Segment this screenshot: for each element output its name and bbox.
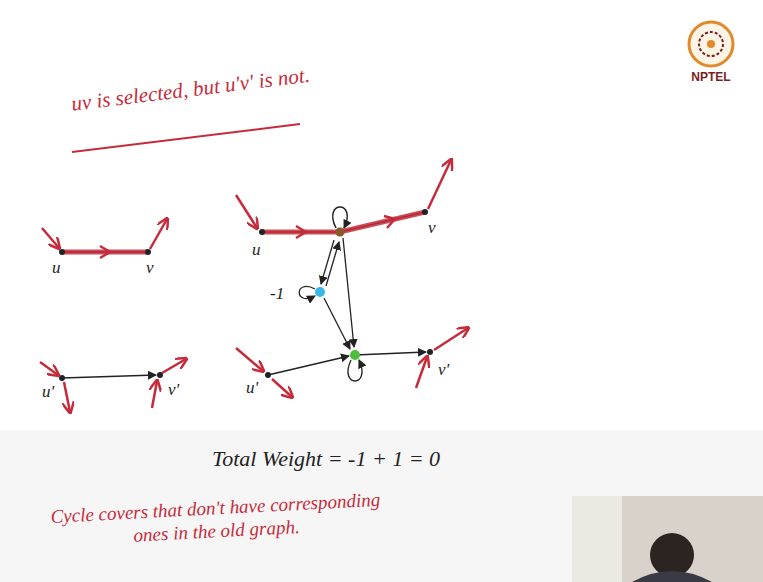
weight-sum: Total Weight = -1 + 1 = 0 <box>212 446 440 472</box>
slide-heading: uv is selected, but u'v' is not. <box>70 63 311 117</box>
vertex-label: v' <box>436 360 451 380</box>
nptel-logo <box>689 22 733 66</box>
logo-text: NPTEL <box>691 70 730 84</box>
vertex-label: u <box>50 258 63 278</box>
webcam-inset <box>572 496 763 582</box>
vertex-label: v' <box>166 380 181 400</box>
small-graph-bottom <box>40 359 186 412</box>
underline <box>72 124 300 152</box>
vertex-label: u' <box>40 382 56 402</box>
vertex-label: v <box>144 258 156 278</box>
vertex-label: u <box>250 240 263 260</box>
shade-band <box>0 430 763 582</box>
weight-label: -1 <box>268 284 286 304</box>
vertex-label: v <box>426 218 438 238</box>
gadget-graph <box>236 160 468 397</box>
small-graph-top <box>42 219 167 258</box>
vertex-label: u' <box>244 378 260 398</box>
